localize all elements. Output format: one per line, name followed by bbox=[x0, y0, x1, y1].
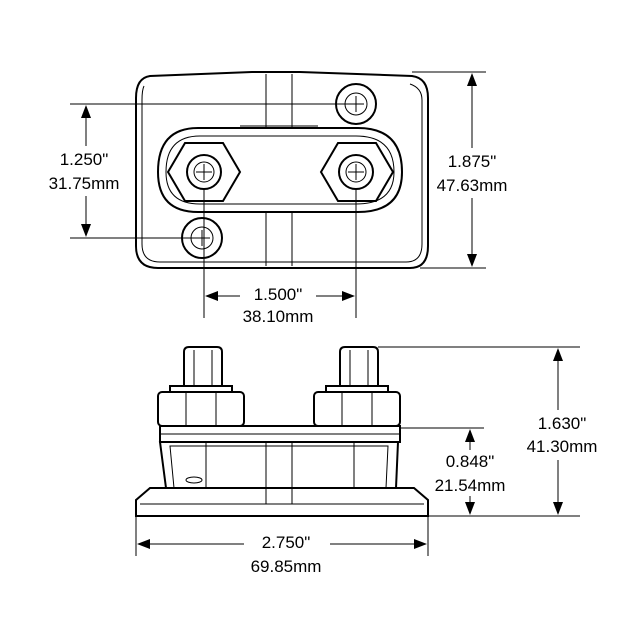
top-view bbox=[135, 71, 429, 269]
left-side-stud bbox=[183, 346, 223, 387]
stud-spacing-in-label: 1.500" bbox=[254, 285, 303, 304]
height-mm-label: 47.63mm bbox=[437, 176, 508, 195]
dimension-height bbox=[412, 71, 486, 269]
dimension-total-height bbox=[378, 346, 580, 517]
dimension-width bbox=[135, 516, 429, 556]
dimension-stud-spacing bbox=[203, 190, 357, 318]
dimension-hole-spacing bbox=[70, 103, 356, 239]
dimension-base-height bbox=[400, 427, 484, 515]
stud-spacing-mm-label: 38.10mm bbox=[243, 307, 314, 326]
height-in-label: 1.875" bbox=[448, 152, 497, 171]
width-in-label: 2.750" bbox=[262, 533, 311, 552]
hole-spacing-in-label: 1.250" bbox=[60, 150, 109, 169]
total-height-mm-label: 41.30mm bbox=[527, 437, 598, 456]
side-view-housing bbox=[158, 441, 400, 489]
right-side-stud bbox=[339, 346, 379, 387]
right-side-nut bbox=[313, 391, 401, 427]
side-view bbox=[135, 346, 429, 517]
base-height-mm-label: 21.54mm bbox=[435, 476, 506, 495]
left-side-nut bbox=[157, 391, 245, 427]
total-height-in-label: 1.630" bbox=[538, 414, 587, 433]
width-mm-label: 69.85mm bbox=[251, 557, 322, 576]
side-view-base bbox=[135, 487, 429, 517]
base-height-in-label: 0.848" bbox=[446, 452, 495, 471]
hole-spacing-mm-label: 31.75mm bbox=[49, 174, 120, 193]
